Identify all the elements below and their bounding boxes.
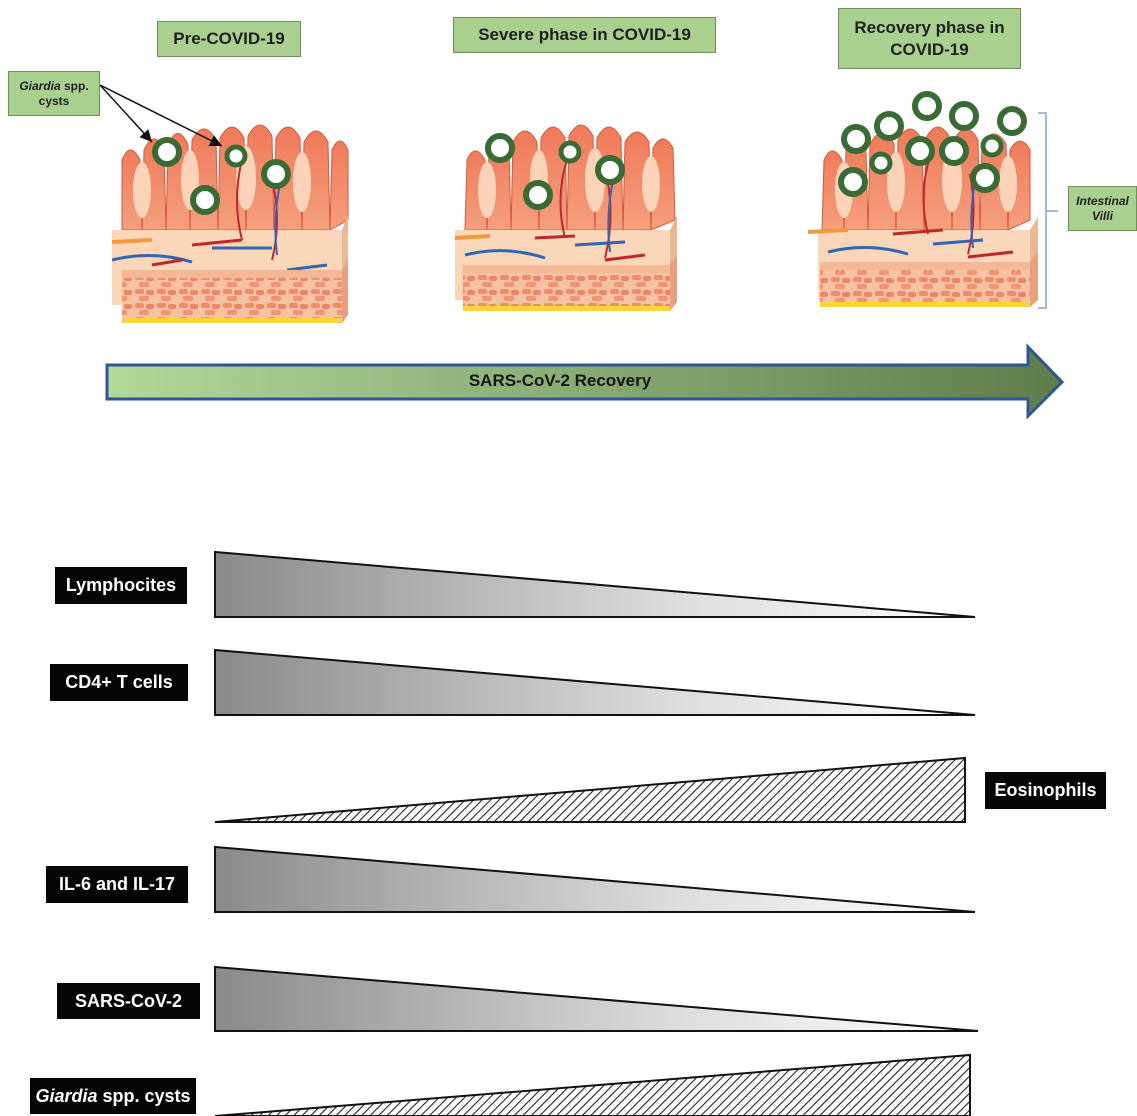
cyst [869,151,893,175]
trend-label-eosinophils-text: Eosinophils [994,780,1097,800]
trend-label-cd4: CD4+ T cells [50,664,188,701]
cysts-callout: Giardia spp. cysts [8,71,100,116]
cyst [224,144,248,168]
cyst [874,111,904,141]
cysts-callout-italic: Giardia [19,78,61,93]
villi-bracket [1038,112,1058,309]
cyst [949,101,979,131]
trend-label-lymphocytes: Lymphocites [55,567,187,604]
phase-label-recovery-line1: Recovery phase in [854,18,1005,38]
villi-callout: Intestinal Villi [1068,186,1137,231]
recovery-arrow-label: SARS-CoV-2 Recovery [468,371,652,390]
phase-label-pre-covid: Pre-COVID-19 [157,21,301,57]
cysts-callout-line1: Giardia spp. [19,79,88,94]
recovery-arrow [105,343,1065,420]
cyst [595,155,625,185]
trend-label-giardia-rest: spp. cysts [97,1085,191,1106]
trend-label-il6-il17-text: IL-6 and IL-17 [58,874,175,894]
cyst [841,124,871,154]
cyst [838,167,868,197]
trend-lymphocytes-triangle [214,550,976,618]
cysts-callout-rest: spp. [60,78,89,93]
cyst [997,106,1027,136]
cyst [558,140,582,164]
giardia-cysts [152,91,1027,215]
villi-callout-line2: Villi [1092,208,1113,223]
phase-label-recovery-line2: COVID-19 [890,39,969,59]
trend-sars-cov-2-triangle [214,965,979,1032]
phase-label-severe: Severe phase in COVID-19 [453,17,716,53]
trend-cd4-triangle [214,648,976,716]
cyst [905,136,935,166]
phase-label-severe-text: Severe phase in COVID-19 [478,25,691,45]
cyst [939,136,969,166]
villi-layer [121,124,349,231]
trend-label-cd4-text: CD4+ T cells [65,672,173,692]
villi-callout-line1: Intestinal [1076,193,1129,208]
trend-label-giardia: Giardia spp. cysts [30,1078,196,1114]
trend-eosinophils-triangle [214,756,966,823]
trend-label-giardia-italic: Giardia [35,1085,98,1106]
cysts-callout-line2: cysts [38,93,70,108]
phase-label-pre-covid-text: Pre-COVID-19 [173,29,285,49]
cyst-pointer-arrows [99,84,223,147]
trend-label-giardia-line: Giardia spp. cysts [35,1086,190,1107]
trend-label-il6-il17: IL-6 and IL-17 [46,866,188,903]
cyst [190,185,220,215]
trend-giardia-triangle [214,1053,971,1116]
cyst [912,91,942,121]
trend-label-sars-cov-2-text: SARS-CoV-2 [74,990,182,1011]
cyst [485,133,515,163]
cyst [970,163,1000,193]
phase-label-recovery: Recovery phase in COVID-19 [838,8,1021,69]
trend-label-lymphocytes-text: Lymphocites [65,575,177,595]
trend-il6-il17-triangle [214,845,976,913]
trend-label-sars-cov-2: SARS-CoV-2 [57,983,200,1019]
trend-label-eosinophils: Eosinophils [985,772,1106,809]
cyst [152,137,182,167]
cyst [980,134,1004,158]
intestine-block-severe-phase [454,124,677,311]
cyst [523,180,553,210]
cyst [261,159,291,189]
